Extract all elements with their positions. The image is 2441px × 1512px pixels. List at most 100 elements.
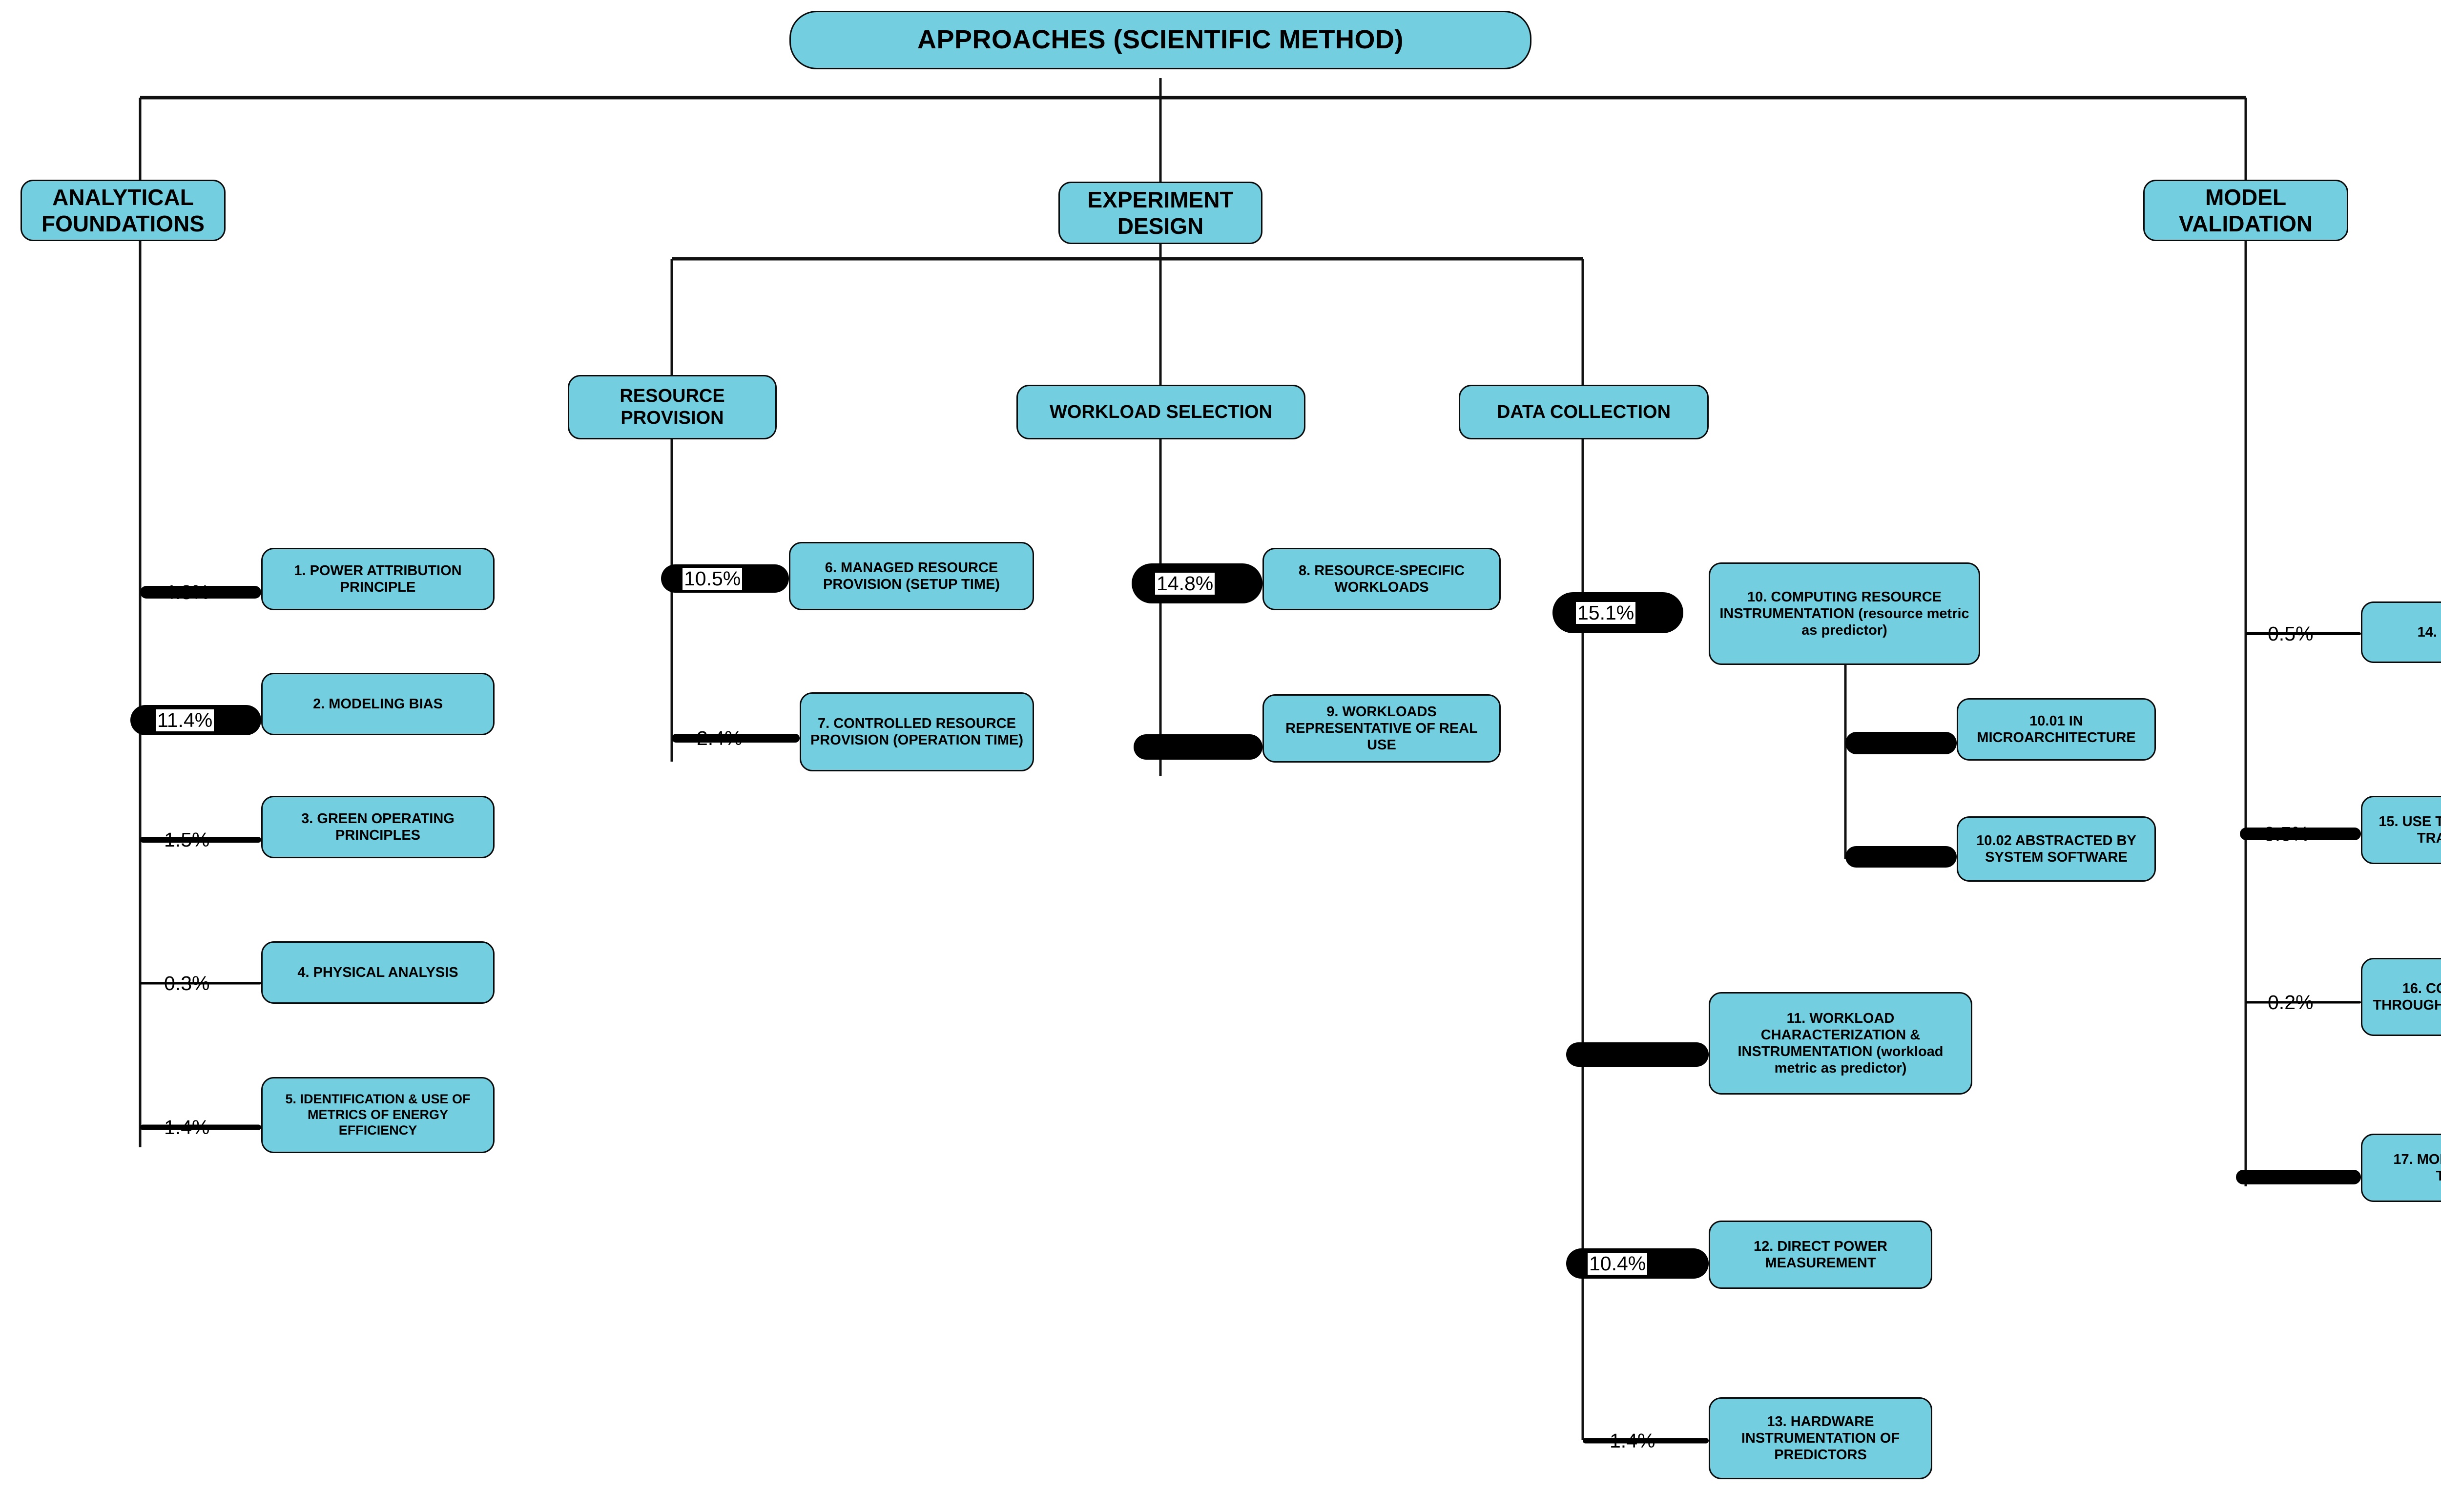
node-n6-label: 6. MANAGED RESOURCE PROVISION (SETUP TIM… — [823, 559, 1000, 592]
edge-to-n1: 4.8% — [140, 581, 261, 603]
edge-to-n10_02: 7.2% — [1845, 838, 1957, 876]
edge-label-n16: 0.2% — [2268, 991, 2314, 1014]
node-n1-label: 1. POWER ATTRIBUTION PRINCIPLE — [294, 562, 462, 595]
edge-bar — [140, 982, 261, 985]
edge-label-n12: 10.4% — [1588, 1252, 1648, 1275]
node-n8[interactable]: 8. RESOURCE-SPECIFIC WORKLOADS — [1262, 548, 1501, 610]
edge-to-n5: 1.4% — [140, 1116, 261, 1139]
edge-label-n15: 3.5% — [2264, 822, 2310, 845]
node-n15-label: 15. USE TEST DATA IN POST-TRAINING PHASE — [2379, 813, 2441, 846]
node-n11[interactable]: 11. WORKLOAD CHARACTERIZATION & INSTRUME… — [1709, 992, 1972, 1095]
edge-bar — [1583, 1438, 1709, 1444]
edge-label-n10_02: 7.2% — [1870, 845, 1916, 868]
node-n5-label: 5. IDENTIFICATION & USE OF METRICS OF EN… — [285, 1092, 471, 1138]
node-n10-02[interactable]: 10.02 ABSTRACTED BY SYSTEM SOFTWARE — [1957, 816, 2156, 882]
node-n10[interactable]: 10. COMPUTING RESOURCE INSTRUMENTATION (… — [1709, 562, 1980, 665]
edge-to-n10_01: 7.8% — [1845, 724, 1957, 763]
edge-label-n9: 8.8% — [1158, 735, 1204, 758]
node-n17[interactable]: 17. MODEL ADAPTATION TECHNIQUE — [2361, 1134, 2441, 1202]
edge-to-n17: 4.8% — [2236, 1162, 2361, 1192]
node-n12[interactable]: 12. DIRECT POWER MEASUREMENT — [1709, 1221, 1932, 1289]
edge-label-n7: 2.4% — [697, 726, 743, 749]
node-data-collection[interactable]: DATA COLLECTION — [1459, 385, 1709, 439]
node-experiment-design[interactable]: EXPERIMENT DESIGN — [1058, 182, 1262, 244]
edge-to-n12: 10.4% — [1566, 1241, 1709, 1286]
edge-to-n4: 0.3% — [140, 972, 261, 994]
node-n10-01[interactable]: 10.01 IN MICROARCHITECTURE — [1957, 698, 2156, 761]
node-model-validation-label: MODEL VALIDATION — [2178, 184, 2313, 236]
node-n4-label: 4. PHYSICAL ANALYSIS — [297, 964, 458, 980]
edge-label-n13: 1.4% — [1610, 1429, 1655, 1452]
node-n15[interactable]: 15. USE TEST DATA IN POST-TRAINING PHASE — [2361, 796, 2441, 864]
node-n16-label: 16. CORROBORATION THROUGH EXPERIMENTATIO… — [2373, 980, 2441, 1013]
edge-label-n8: 14.8% — [1155, 572, 1215, 595]
edge-to-n10: 15.1% — [1552, 586, 1683, 640]
edge-bar — [1134, 734, 1262, 760]
edge-label-n2: 11.4% — [156, 709, 214, 731]
edge-label-n17: 4.8% — [2260, 1165, 2306, 1188]
node-n3[interactable]: 3. GREEN OPERATING PRINCIPLES — [261, 796, 495, 858]
edge-label-n11: 8.5% — [1593, 1043, 1639, 1066]
node-workload-selection-label: WORKLOAD SELECTION — [1050, 401, 1272, 422]
edge-to-n14: 0.5% — [2246, 623, 2361, 643]
edge-label-n5: 1.4% — [164, 1116, 210, 1139]
edge-label-n6: 10.5% — [683, 567, 743, 590]
node-n1[interactable]: 1. POWER ATTRIBUTION PRINCIPLE — [261, 548, 495, 610]
node-n11-label: 11. WORKLOAD CHARACTERIZATION & INSTRUME… — [1738, 1010, 1944, 1077]
node-n13[interactable]: 13. HARDWARE INSTRUMENTATION OF PREDICTO… — [1709, 1397, 1932, 1479]
edge-bar — [2246, 632, 2361, 635]
node-root-label: APPROACHES (SCIENTIFIC METHOD) — [917, 25, 1404, 55]
edge-to-n13: 1.4% — [1583, 1429, 1709, 1452]
edge-label-n10: 15.1% — [1576, 601, 1636, 624]
node-model-validation[interactable]: MODEL VALIDATION — [2143, 180, 2348, 241]
node-n9[interactable]: 9. WORKLOADS REPRESENTATIVE OF REAL USE — [1262, 694, 1501, 763]
node-n6[interactable]: 6. MANAGED RESOURCE PROVISION (SETUP TIM… — [789, 542, 1034, 610]
node-root[interactable]: APPROACHES (SCIENTIFIC METHOD) — [789, 11, 1531, 69]
edge-to-n6: 10.5% — [661, 557, 789, 601]
edge-to-n8: 14.8% — [1132, 557, 1262, 610]
edge-label-n1: 4.8% — [164, 580, 210, 603]
edge-bar — [1845, 732, 1957, 754]
node-n7-label: 7. CONTROLLED RESOURCE PROVISION (OPERAT… — [810, 715, 1024, 748]
edge-to-n15: 3.5% — [2240, 820, 2361, 848]
edge-bar — [1845, 846, 1957, 868]
edge-to-n2: 11.4% — [130, 698, 261, 742]
edge-bar — [140, 586, 261, 599]
edge-bar — [2240, 828, 2361, 840]
node-n7[interactable]: 7. CONTROLLED RESOURCE PROVISION (OPERAT… — [800, 692, 1034, 771]
edge-label-n3: 1.5% — [164, 828, 210, 851]
node-n8-label: 8. RESOURCE-SPECIFIC WORKLOADS — [1299, 562, 1465, 595]
node-n16[interactable]: 16. CORROBORATION THROUGH EXPERIMENTATIO… — [2361, 958, 2441, 1036]
edge-bar — [2236, 1170, 2361, 1184]
edge-to-n3: 1.5% — [140, 828, 261, 851]
edge-to-n9: 8.8% — [1134, 727, 1262, 766]
node-n12-label: 12. DIRECT POWER MEASUREMENT — [1754, 1238, 1887, 1271]
node-n2-label: 2. MODELING BIAS — [313, 696, 443, 712]
node-n14-label: 14. SIMULATION — [2417, 624, 2441, 640]
node-n9-label: 9. WORKLOADS REPRESENTATIVE OF REAL USE — [1285, 704, 1478, 753]
node-data-collection-label: DATA COLLECTION — [1496, 401, 1671, 422]
node-n3-label: 3. GREEN OPERATING PRINCIPLES — [301, 810, 455, 843]
edge-bar — [140, 1124, 261, 1130]
edge-label-n10_01: 7.8% — [1870, 731, 1916, 754]
node-n2[interactable]: 2. MODELING BIAS — [261, 673, 495, 735]
edge-to-n16: 0.2% — [2246, 991, 2361, 1014]
node-n10-label: 10. COMPUTING RESOURCE INSTRUMENTATION (… — [1719, 589, 1969, 639]
node-n10-02-label: 10.02 ABSTRACTED BY SYSTEM SOFTWARE — [1976, 832, 2136, 865]
node-analytical-foundations-label: ANALYTICAL FOUNDATIONS — [41, 184, 205, 236]
node-resource-provision-label: RESOURCE PROVISION — [620, 386, 725, 428]
node-n10-01-label: 10.01 IN MICROARCHITECTURE — [1977, 713, 2136, 746]
node-n5[interactable]: 5. IDENTIFICATION & USE OF METRICS OF EN… — [261, 1077, 495, 1153]
edge-bar — [2246, 1001, 2361, 1004]
node-n14[interactable]: 14. SIMULATION — [2361, 601, 2441, 663]
edge-bar — [1566, 1042, 1709, 1067]
node-n4[interactable]: 4. PHYSICAL ANALYSIS — [261, 941, 495, 1004]
edge-to-n11: 8.5% — [1566, 1035, 1709, 1074]
node-analytical-foundations[interactable]: ANALYTICAL FOUNDATIONS — [21, 180, 226, 241]
node-resource-provision[interactable]: RESOURCE PROVISION — [568, 375, 777, 439]
edge-label-n4: 0.3% — [164, 972, 210, 994]
node-experiment-design-label: EXPERIMENT DESIGN — [1087, 186, 1234, 239]
node-workload-selection[interactable]: WORKLOAD SELECTION — [1016, 385, 1305, 439]
node-n13-label: 13. HARDWARE INSTRUMENTATION OF PREDICTO… — [1741, 1413, 1900, 1463]
